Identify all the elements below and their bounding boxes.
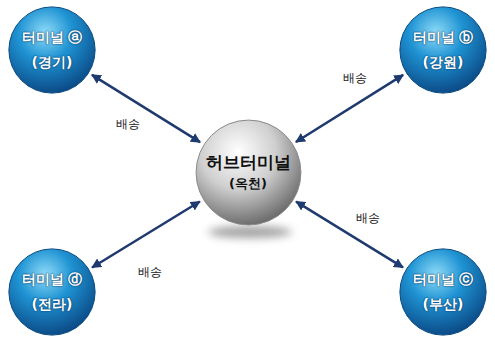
circle-fill [400, 7, 486, 93]
edge-label: 배송 [114, 115, 142, 134]
circle-shape [8, 6, 96, 94]
circle-fill [400, 249, 486, 335]
edge-label: 배송 [136, 263, 164, 282]
delivery-arrow [296, 202, 403, 268]
delivery-arrow [92, 75, 200, 142]
circle-shape [399, 6, 487, 94]
terminal-circle: 터미널 ⓓ (전라) [8, 248, 96, 336]
circle-shape [399, 248, 487, 336]
node-region: (부산) [423, 296, 464, 314]
node-title: 허브터미널 [206, 152, 291, 173]
node-title: 터미널 ⓒ [413, 271, 474, 289]
node-title: 터미널 ⓐ [22, 29, 83, 47]
node-title: 터미널 ⓓ [22, 271, 83, 289]
hub-terminal-circle: 허브터미널 (옥천) [195, 119, 302, 226]
node-region: (강원) [423, 54, 464, 72]
terminal-circle: 터미널 ⓒ (부산) [399, 248, 487, 336]
node-region: (옥천) [229, 176, 267, 192]
terminal-circle: 터미널 ⓐ (경기) [8, 6, 96, 94]
node-region: (전라) [32, 296, 73, 314]
terminal-circle: 터미널 ⓑ (강원) [399, 6, 487, 94]
node-title: 터미널 ⓑ [413, 29, 474, 47]
node-region: (경기) [32, 54, 73, 72]
hub-shadow [208, 226, 292, 238]
circle-shape [8, 248, 96, 336]
circle-fill [196, 120, 301, 225]
edge-label: 배송 [341, 69, 369, 88]
circle-fill [9, 7, 95, 93]
edge-label: 배송 [354, 209, 382, 228]
sphere-shape [195, 119, 302, 226]
circle-fill [9, 249, 95, 335]
delivery-arrow [92, 202, 200, 268]
